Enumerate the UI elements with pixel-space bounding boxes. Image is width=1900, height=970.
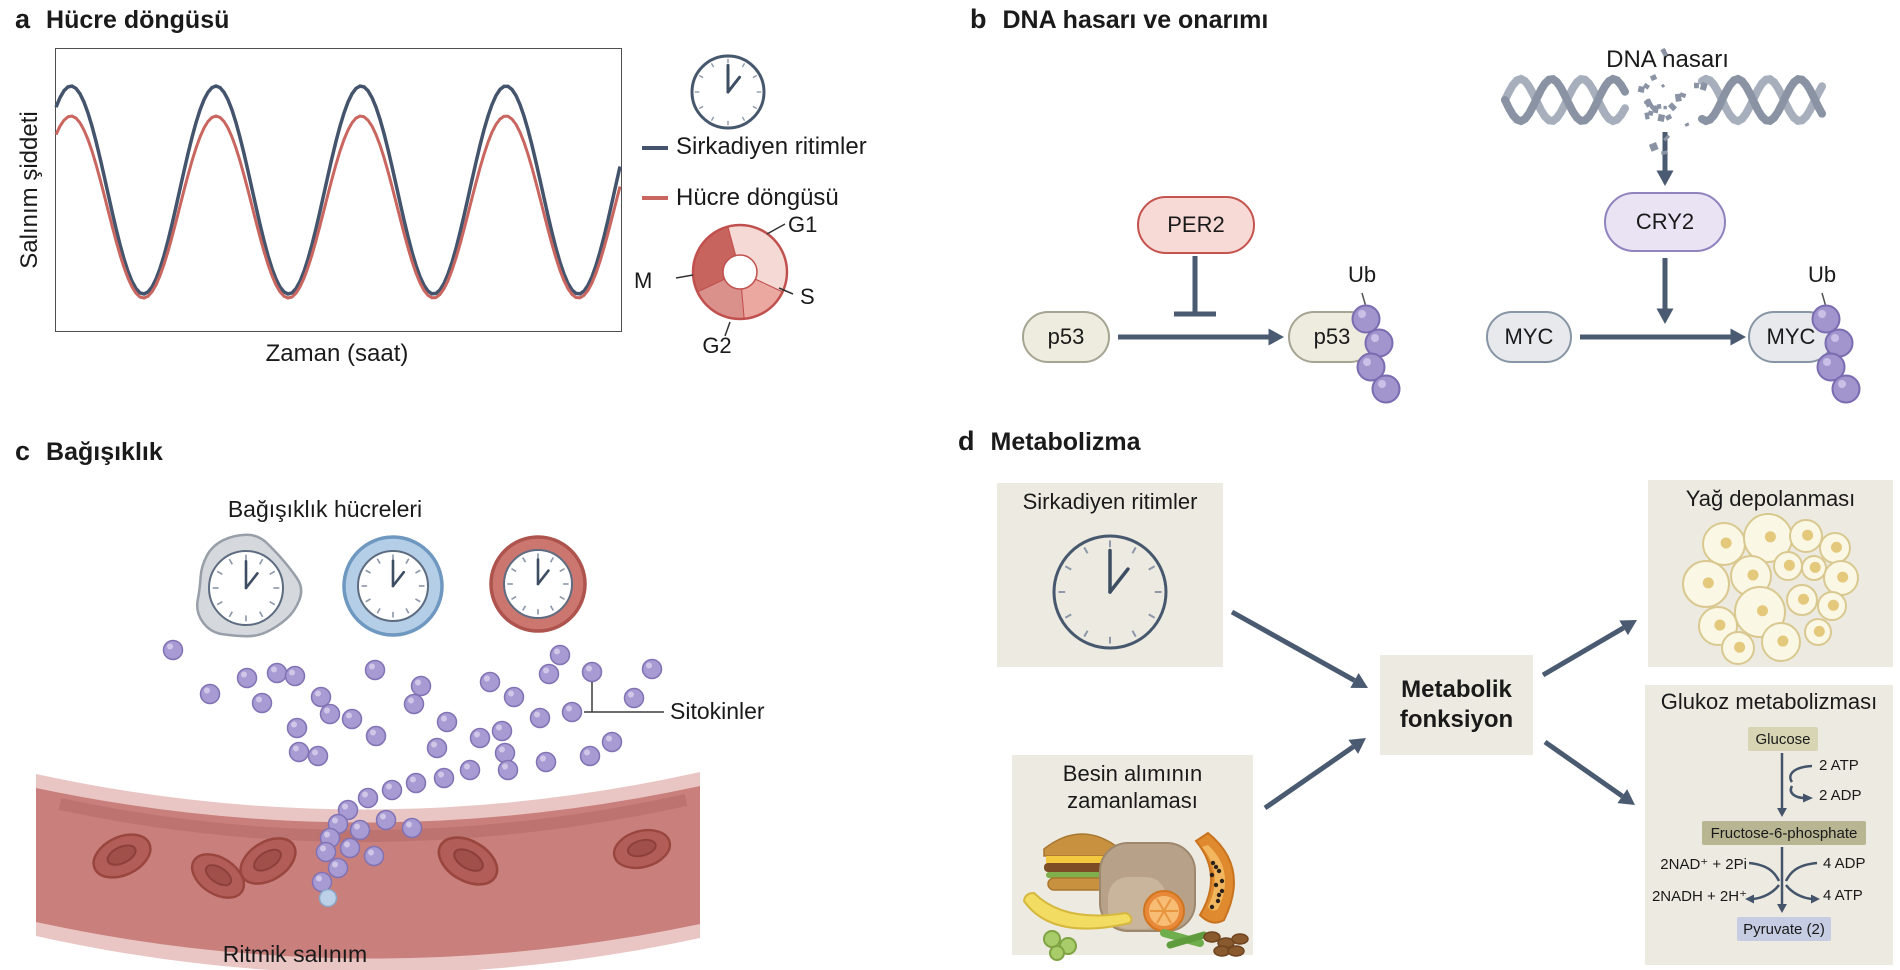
metabolic-function-line1: Metabolik	[1401, 676, 1512, 703]
panel-b-connectors	[1118, 47, 1826, 346]
oscillation-chart	[54, 48, 622, 332]
cycle-label-g1: G1	[788, 212, 818, 237]
atp-out-label: 4 ATP	[1823, 887, 1863, 904]
ubiquitin-chain-icon	[1811, 292, 1861, 404]
atp-in-label: 2 ATP	[1819, 757, 1859, 774]
food-timing-label-line1: Besin alımının	[1062, 761, 1203, 786]
legend-label-circadian: Sirkadiyen ritimler	[676, 133, 867, 160]
fat-cells-illustration	[1682, 513, 1859, 665]
chart-x-axis-label: Zaman (saat)	[265, 340, 409, 367]
food-illustration	[1022, 831, 1249, 961]
panel-b-title: b DNA hasarı ve onarımı	[970, 4, 1268, 35]
panel-d-title: d Metabolizma	[958, 426, 1141, 457]
cry2-node: CRY2	[1604, 192, 1726, 252]
circadian-rhythms-box: Sirkadiyen ritimler	[997, 483, 1223, 667]
adp-in-label: 4 ADP	[1823, 855, 1866, 872]
legend-swatch-cellcycle	[642, 196, 668, 200]
metabolic-function-box: Metabolik fonksiyon	[1380, 655, 1533, 755]
ub-label-left: Ub	[1347, 262, 1377, 287]
per2-node: PER2	[1137, 196, 1255, 254]
clock-icon	[690, 54, 766, 130]
metabolic-function-line2: fonksiyon	[1399, 706, 1514, 733]
ubiquitin-chain-icon	[1351, 292, 1401, 404]
circadian-rhythms-box-label: Sirkadiyen ritimler	[1022, 489, 1198, 514]
glucose-metabolism-box: Glukoz metabolizması Glucose 2 ATP 2 ADP…	[1645, 685, 1893, 965]
legend-swatch-circadian	[642, 146, 668, 150]
cycle-label-g2: G2	[702, 333, 732, 358]
panel-a-letter: a	[15, 4, 31, 34]
glucose-chip: Glucose	[1748, 727, 1818, 751]
panel-c-letter: c	[15, 436, 31, 466]
cycle-label-s: S	[800, 284, 815, 309]
cycle-label-m: M	[634, 268, 653, 293]
rhythmic-secretion-label: Ritmik salınım	[222, 941, 368, 967]
panel-c-title: c Bağışıklık	[15, 436, 163, 467]
ub-label-right: Ub	[1807, 262, 1837, 287]
panel-d-letter: d	[958, 426, 975, 456]
adp-out-label: 2 ADP	[1819, 787, 1862, 804]
glycolysis-arrows	[1745, 753, 1820, 913]
oscillation-curves	[54, 84, 622, 300]
cytokines-label: Sitokinler	[670, 698, 765, 724]
immunity-diagram	[36, 533, 700, 970]
legend-label-cellcycle: Hücre döngüsü	[676, 184, 839, 211]
myc-ubiquitinated-node: MYC	[1748, 311, 1834, 363]
clock-icon	[1052, 534, 1168, 650]
panel-b-letter: b	[970, 4, 987, 34]
panel-b-title-text: DNA hasarı ve onarımı	[1002, 6, 1269, 34]
panel-d-arrows	[1230, 609, 1637, 811]
f6p-chip: Fructose-6-phosphate	[1702, 821, 1866, 845]
immune-cells-label: Bağışıklık hücreleri	[227, 496, 423, 522]
food-timing-label-line2: zamanlaması	[1067, 788, 1198, 813]
panel-a-title-text: Hücre döngüsü	[46, 6, 230, 34]
panel-a-title: a Hücre döngüsü	[15, 4, 229, 35]
myc-node: MYC	[1486, 311, 1572, 363]
fat-storage-label: Yağ depolanması	[1685, 486, 1856, 511]
fat-storage-box: Yağ depolanması	[1648, 480, 1893, 667]
p53-ubiquitinated-node: p53	[1288, 311, 1376, 363]
pyruvate-chip: Pyruvate (2)	[1737, 917, 1831, 941]
chart-y-axis-label: Salınım şiddeti	[16, 111, 43, 269]
glucose-metabolism-title: Glukoz metabolizması	[1660, 689, 1878, 714]
p53-node: p53	[1022, 311, 1110, 363]
cell-cycle-donut-icon	[675, 223, 794, 337]
nadh-out-label: 2NADH + 2H⁺	[1651, 888, 1747, 905]
nad-in-label: 2NAD⁺ + 2Pi	[1660, 856, 1747, 873]
panel-d-title-text: Metabolizma	[990, 428, 1141, 456]
panel-c-title-text: Bağışıklık	[46, 438, 163, 466]
dna-damage-label: DNA hasarı	[1606, 46, 1729, 73]
food-timing-box: Besin alımının zamanlaması	[1012, 755, 1253, 961]
